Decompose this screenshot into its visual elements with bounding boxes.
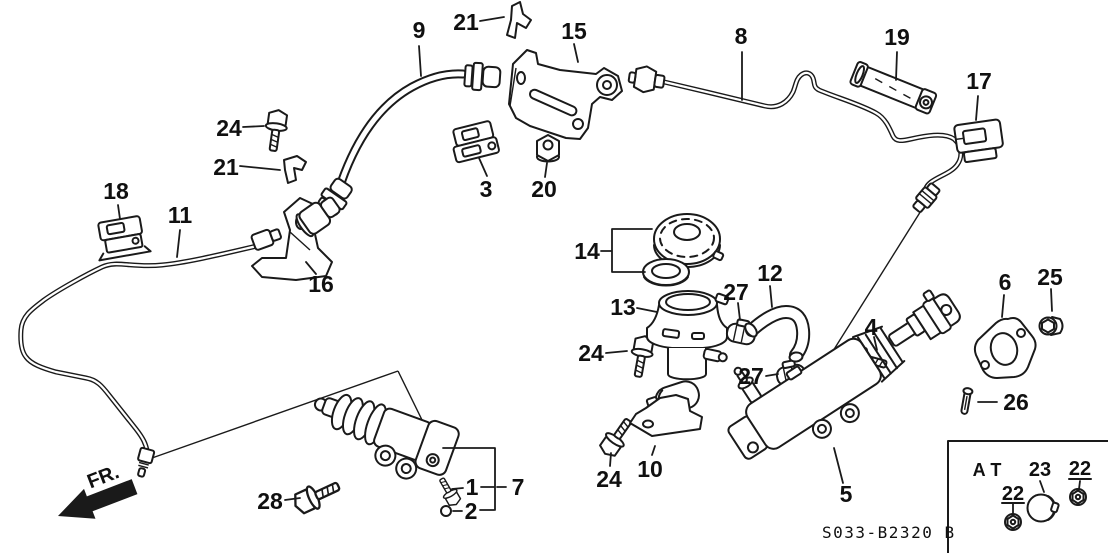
part-label-15: 15 (561, 18, 587, 44)
part-clutch-hose-9 (295, 61, 502, 238)
part-label-27-b: 27 (738, 363, 764, 389)
part-label-16: 16 (308, 271, 334, 297)
part-label-14: 14 (574, 238, 600, 264)
part-cap-23 (1026, 493, 1060, 523)
part-nut-20 (536, 134, 560, 163)
part-clutch-pipe-8 (627, 65, 964, 213)
part-label-12: 12 (757, 260, 783, 286)
part-reservoir-13 (646, 290, 730, 381)
part-label-13: 13 (610, 294, 636, 320)
part-pipe-clamp-17 (953, 118, 1004, 164)
part-labels: 9 21 15 8 19 17 24 21 18 11 16 3 20 14 1… (103, 9, 1063, 524)
part-label-1: 1 (466, 474, 479, 500)
part-gasket-6 (973, 317, 1037, 379)
part-pin-26 (960, 387, 974, 415)
part-label-22-a: 22 (1002, 483, 1024, 505)
part-hose-clamp-3 (452, 120, 500, 164)
part-label-7: 7 (512, 474, 525, 500)
diagram-code: S033-B2320 B (822, 523, 956, 542)
part-bleeder-cap-2 (440, 505, 452, 517)
part-label-22-b: 22 (1069, 458, 1091, 480)
inset-box-at: AT 22 23 22 (947, 440, 1108, 553)
part-label-4: 4 (865, 314, 878, 340)
part-nut-22-b (1069, 488, 1087, 506)
part-label-28: 28 (257, 488, 283, 514)
part-label-10: 10 (637, 456, 663, 482)
part-clip-21-top (506, 1, 532, 39)
part-label-2: 2 (465, 498, 478, 524)
part-label-20: 20 (531, 176, 557, 202)
part-pipe-clamp-18 (97, 215, 152, 262)
inset-at-label: AT (973, 460, 1008, 480)
part-joint-pipe-19 (849, 61, 938, 115)
part-grommet-25 (1038, 316, 1064, 336)
part-bracket-10 (629, 380, 703, 437)
part-master-cylinder-5 (727, 289, 961, 460)
part-label-11: 11 (168, 202, 193, 228)
part-label-23: 23 (1029, 459, 1051, 481)
part-reservoir-seal-14 (642, 258, 690, 287)
part-label-3: 3 (480, 176, 493, 202)
part-label-5: 5 (840, 481, 853, 507)
part-label-24-c: 24 (596, 466, 622, 492)
part-label-24-b: 24 (578, 340, 604, 366)
part-label-9: 9 (413, 17, 426, 43)
fr-direction-arrow: FR. (58, 461, 138, 519)
part-label-19: 19 (884, 24, 910, 50)
part-bolt-28 (289, 473, 345, 518)
part-bracket-15 (508, 49, 623, 140)
part-clip-21-b (283, 155, 307, 184)
part-bolt-24-a (261, 107, 291, 154)
part-label-6: 6 (999, 269, 1012, 295)
leader-lines (117, 16, 1081, 514)
part-label-21-b: 21 (213, 154, 239, 180)
part-label-24-a: 24 (216, 115, 242, 141)
part-label-26: 26 (1003, 389, 1029, 415)
part-label-18: 18 (103, 178, 129, 204)
part-label-17: 17 (966, 68, 992, 94)
part-tube-12 (744, 304, 811, 363)
part-label-25: 25 (1037, 264, 1063, 290)
part-reservoir-cap-14 (653, 213, 725, 268)
part-nut-22-a (1004, 513, 1022, 531)
part-bleeder-screw-1 (434, 474, 464, 509)
part-label-27-a: 27 (723, 279, 749, 305)
part-clutch-pipe-11 (18, 228, 283, 478)
part-slave-cylinder (313, 393, 460, 480)
part-label-21-a: 21 (453, 9, 479, 35)
part-label-8: 8 (735, 23, 748, 49)
